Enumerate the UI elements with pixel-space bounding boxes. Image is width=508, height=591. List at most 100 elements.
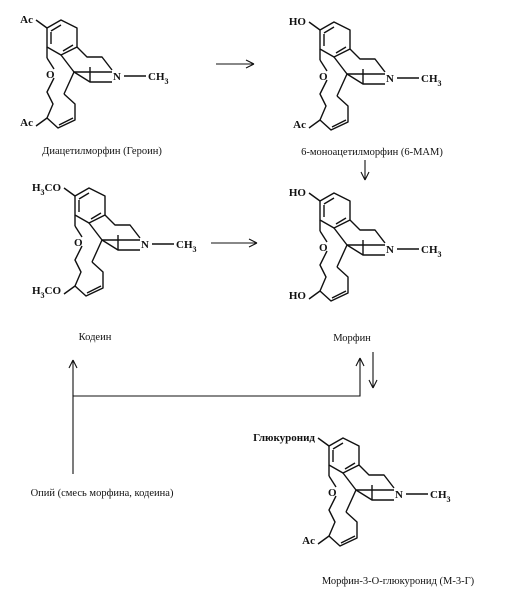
caption-m3g: Морфин-3-O-глюкуронид (М-3-Г) — [322, 576, 475, 587]
n-methyl-label: CH3 — [176, 239, 197, 254]
amine-nitrogen-label: N — [395, 489, 403, 501]
top-substituent-label: HO — [289, 16, 307, 28]
top-substituent-suffix: CO — [45, 182, 62, 194]
bond-path — [332, 442, 356, 470]
bond-path — [46, 57, 55, 70]
bond-path — [74, 261, 104, 297]
top-substituent-label: Ac — [20, 14, 33, 26]
top-substituent-label: H3CO — [32, 182, 62, 197]
bond-path — [328, 495, 337, 537]
bond-path — [78, 192, 102, 220]
bond-path — [50, 24, 74, 52]
bond-path — [331, 119, 347, 128]
amine-nitrogen-label: N — [386, 244, 394, 256]
bond-path — [91, 239, 140, 263]
bottom-substituent-label: H3CO — [32, 285, 62, 300]
n-methyl-subscript: 3 — [165, 77, 169, 86]
bottom-substituent-label: Ac — [293, 119, 306, 131]
bond-path — [349, 48, 386, 73]
bond-path — [58, 117, 74, 126]
bond-path — [63, 187, 76, 197]
caption-morphine: Морфин — [333, 333, 371, 344]
bond-path — [319, 230, 328, 243]
bond-path — [46, 93, 76, 129]
bottom-substituent-suffix: CO — [45, 285, 62, 297]
bond-path — [319, 59, 328, 72]
arrow-head — [248, 238, 258, 248]
bond-path — [336, 244, 385, 268]
n-methyl-subscript: 3 — [193, 245, 197, 254]
n-methyl-subscript: 3 — [438, 250, 442, 259]
arrow-head — [245, 59, 255, 69]
bond-path — [308, 119, 321, 129]
opium-label: Опий (смесь морфина, кодеина) — [31, 488, 174, 499]
bond-path — [46, 77, 55, 119]
molecule-mam6: HO O Ac N CH3 — [289, 16, 442, 131]
ether-oxygen-label: O — [74, 237, 83, 249]
bond-path — [328, 475, 337, 488]
bond-path — [317, 437, 330, 447]
bond-path — [331, 290, 347, 299]
n-methyl-subscript: 3 — [447, 495, 451, 504]
bond-path — [74, 245, 83, 287]
bottom-substituent-label: Ac — [302, 535, 315, 547]
top-substituent-label: HO — [289, 187, 307, 199]
bond-path — [358, 464, 395, 489]
arrow-head — [355, 357, 365, 367]
ether-oxygen-label: O — [46, 69, 55, 81]
bond-path — [319, 95, 349, 131]
ether-oxygen-label: O — [328, 487, 337, 499]
n-methyl-label: CH3 — [148, 71, 169, 86]
caption-mam6: 6-моноацетилморфин (6-МАМ) — [301, 147, 443, 158]
bond-path — [333, 56, 348, 75]
arrow-head — [360, 171, 370, 181]
n-methyl-label: CH3 — [421, 73, 442, 88]
bond-path — [35, 19, 48, 29]
bond-path — [60, 54, 75, 73]
bond-path — [336, 73, 385, 97]
bottom-substituent-subscript: 3 — [41, 291, 45, 300]
n-methyl-label: CH3 — [430, 489, 451, 504]
bond-path — [35, 117, 48, 127]
caption-codeine: Кодеин — [79, 332, 112, 343]
bond-path — [317, 535, 330, 545]
caption-heroin: Диацетилморфин (Героин) — [42, 146, 162, 157]
bond-path — [86, 285, 102, 294]
bond-path — [88, 222, 103, 241]
arrow-head — [68, 359, 78, 369]
bottom-substituent-label: HO — [289, 290, 307, 302]
bond-path — [323, 26, 347, 54]
ether-oxygen-label: O — [319, 71, 328, 83]
bond-path — [328, 511, 358, 547]
bond-path — [104, 214, 141, 239]
bottom-substituent-label: Ac — [20, 117, 33, 129]
n-methyl-subscript: 3 — [438, 79, 442, 88]
molecule-morphine: HO O HO N CH3 — [289, 187, 442, 302]
bond-path — [349, 219, 386, 244]
amine-nitrogen-label: N — [386, 73, 394, 85]
bond-path — [319, 250, 328, 292]
bond-path — [340, 535, 356, 544]
bond-path — [63, 285, 76, 295]
bond-path — [333, 227, 348, 246]
n-methyl-label: CH3 — [421, 244, 442, 259]
top-substituent-label: Глюкуронид — [253, 432, 315, 444]
bond-path — [308, 192, 321, 202]
bond-path — [308, 290, 321, 300]
bond-path — [308, 21, 321, 31]
top-substituent-subscript: 3 — [41, 188, 45, 197]
reaction-arrow — [72, 358, 361, 474]
bond-path — [345, 489, 394, 513]
bond-path — [63, 71, 112, 95]
bond-path — [342, 472, 357, 491]
bond-path — [323, 197, 347, 225]
bond-path — [319, 79, 328, 121]
bond-path — [74, 225, 83, 238]
amine-nitrogen-label: N — [113, 71, 121, 83]
bond-path — [319, 266, 349, 302]
ether-oxygen-label: O — [319, 242, 328, 254]
